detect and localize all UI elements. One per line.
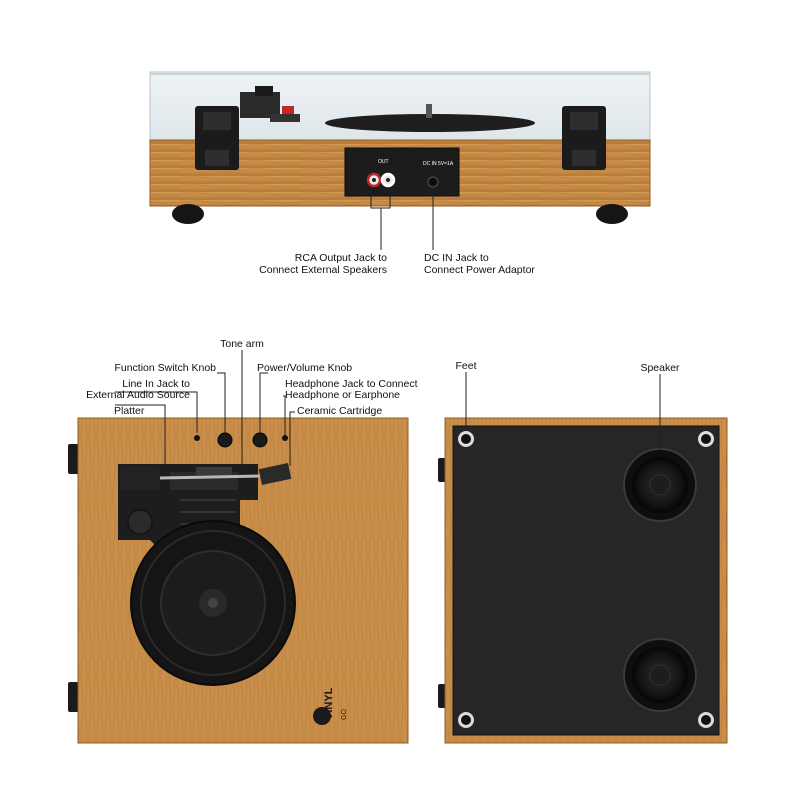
rca-callout-line2: Connect External Speakers [259, 264, 387, 276]
platter-callout: Platter [114, 405, 145, 417]
rear-platter [325, 114, 535, 132]
logo-brand: VINYL [323, 687, 335, 720]
rear-foot-left [172, 204, 204, 224]
logo-sub: GO [341, 709, 348, 720]
speaker-lower [623, 638, 697, 712]
vinyl-go-logo: VINYL GO [313, 687, 348, 725]
function-switch-knob[interactable] [217, 432, 233, 448]
speaker-upper [623, 448, 697, 522]
feet-callout: Feet [455, 360, 476, 372]
headphone-callout-line1: Headphone Jack to Connect [285, 378, 418, 390]
headphone-callout-line2: Headphone or Earphone [285, 389, 400, 401]
power-volume-knob[interactable] [252, 432, 268, 448]
line-in-callout-line1: Line In Jack to [122, 378, 190, 390]
rear-tonearm [240, 86, 300, 122]
top-view: VINYL GO Tone arm Function Switch Knob P… [68, 338, 418, 744]
rear-foot-right [596, 204, 628, 224]
hinge-right [562, 106, 606, 170]
foot-top-right [698, 431, 714, 447]
function-knob-callout: Function Switch Knob [114, 362, 216, 374]
cartridge-callout: Ceramic Cartridge [297, 405, 382, 417]
foot-bottom-right [698, 712, 714, 728]
headphone-jack[interactable] [282, 435, 288, 441]
ceramic-cartridge [258, 463, 292, 485]
dc-in-jack[interactable] [427, 176, 439, 188]
rear-view: OUT DC IN 5V=1A RCA Output Jack to Conne… [149, 71, 651, 276]
foot-bottom-left [458, 712, 474, 728]
foot-top-left [458, 431, 474, 447]
dc-callout-line2: Connect Power Adaptor [424, 264, 535, 276]
dc-label: DC IN 5V=1A [423, 161, 454, 167]
line-in-jack[interactable] [194, 435, 200, 441]
rca-callout-line1: RCA Output Jack to [295, 252, 387, 264]
speaker-callout: Speaker [640, 362, 680, 374]
tone-arm[interactable] [120, 463, 292, 490]
power-knob-callout: Power/Volume Knob [257, 362, 352, 374]
rear-jack-panel: OUT DC IN 5V=1A [344, 147, 460, 197]
dc-callout-line1: DC IN Jack to [424, 252, 489, 264]
tone-arm-callout: Tone arm [220, 338, 264, 350]
line-in-callout-line2: External Audio Source [86, 389, 190, 401]
out-label: OUT [378, 159, 389, 165]
hinge-left [195, 106, 239, 170]
bottom-view: Feet Speaker [438, 360, 728, 744]
platter[interactable] [130, 520, 296, 686]
